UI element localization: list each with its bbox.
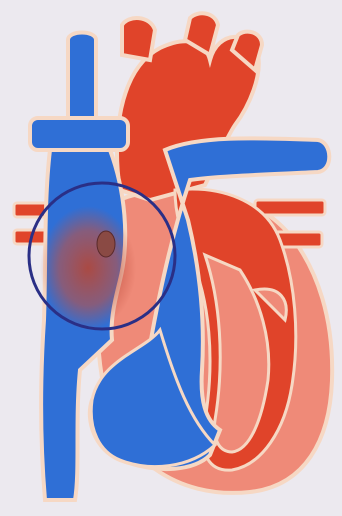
aorta-branch-1	[122, 18, 155, 60]
pulmonary-artery-branch	[30, 118, 128, 150]
pulmonary-vein-right-1	[255, 200, 325, 215]
superior-vena-cava	[68, 33, 96, 131]
septal-defect	[97, 231, 115, 257]
